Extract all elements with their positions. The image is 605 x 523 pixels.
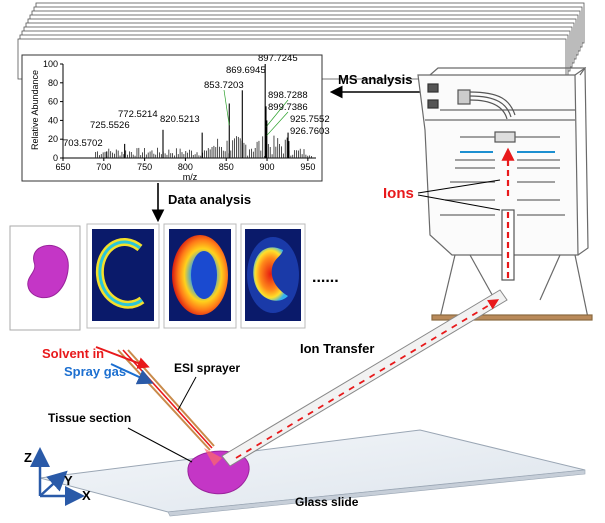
y-tick-label: 20 [48,134,58,144]
ions-label: Ions [383,185,414,202]
tissue-optical-image [27,244,69,299]
peak-label: 898.7288 [268,90,308,101]
ellipsis: ...... [312,269,339,286]
x-tick-label: 650 [55,162,70,172]
stacked-spectra-pages [17,2,585,182]
spray-gas-arrow [110,363,154,385]
front-spectrum-panel [21,54,323,182]
x-tick-label: 750 [137,162,152,172]
z-axis-label: Z [24,450,32,465]
tissue-section-label: Tissue section [48,411,131,425]
y-tick-label: 40 [48,115,58,125]
esi-sprayer-label: ESI sprayer [174,361,240,375]
spray-gas-label: Spray gas [64,364,126,379]
glass-slide-label: Glass slide [295,495,359,509]
xyz-axes: Z Y X [24,447,91,506]
x-tick-label: 850 [219,162,234,172]
y-axis-arrow [39,470,68,497]
ion-image-3 [253,247,288,301]
peak-label: 772.5214 [118,109,158,120]
x-tick-label: 900 [260,162,275,172]
mass-spectrometer [417,66,593,321]
peak-label: 869.6945 [226,65,266,76]
x-tick-label: 950 [300,162,315,172]
ions-pointer-2 [417,194,501,211]
y-tick-label: 0 [53,153,58,163]
peak-leader-line [265,99,289,128]
esi-sprayer-pointer [177,376,197,411]
y-axis-label: Relative Abundance [30,70,40,150]
peak-label: 926.7603 [290,126,330,137]
peak-label: 853.7203 [204,80,244,91]
tissue-section-pointer [127,427,193,463]
y-tick-label: 80 [48,78,58,88]
x-tick-label: 700 [96,162,111,172]
x-axis-3d-label: X [82,488,91,503]
peak-leader-line [266,111,289,136]
ion-transfer-tube [221,289,508,467]
solvent-in-arrow [95,346,150,369]
spray-plume [204,448,222,466]
x-tick-label: 800 [178,162,193,172]
ion-transfer-path [235,299,500,459]
ms-image-panels: ...... [9,223,339,331]
peak-label: 925.7552 [290,114,330,125]
y-tick-label: 100 [43,59,58,69]
ions-pointer-1 [417,179,501,194]
y-axis-3d-label: Y [64,473,73,488]
solvent-in-label: Solvent in [42,346,104,361]
peak-label: 897.7245 [258,53,298,64]
peak-label: 703.5702 [63,138,103,149]
y-tick-label: 60 [48,97,58,107]
x-axis-label: m/z [183,172,198,182]
peak-leader-line [223,89,230,126]
peak-label: 725.5526 [90,120,130,131]
ms-analysis-label: MS analysis [338,72,412,87]
data-analysis-label: Data analysis [168,192,251,207]
peak-label: 820.5213 [160,114,200,125]
ion-transfer-label: Ion Transfer [300,341,374,356]
peak-label: 899.7386 [268,102,308,113]
